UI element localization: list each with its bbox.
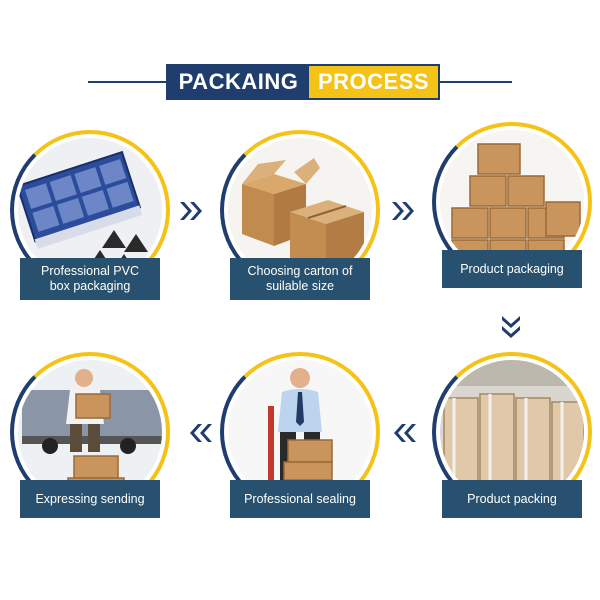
double-chevron-left-icon [392,422,418,444]
step-label: Product packing [442,480,582,518]
step-choosing-carton: Choosing carton of suilable size [220,130,380,300]
title-part-1: PACKAING [168,66,309,98]
title-part-2: PROCESS [309,66,438,98]
step-product-packing: Product packing [432,352,592,518]
title-rule-right [440,81,512,83]
double-chevron-down-icon [500,314,522,340]
step-label: Expressing sending [20,480,160,518]
step-label: Professional PVC box packaging [20,258,160,300]
double-chevron-right-icon [178,200,204,222]
step-expressing-sending: Expressing sending [10,352,170,518]
double-chevron-right-icon [390,200,416,222]
step-professional-sealing: Professional sealing [220,352,380,518]
title-rule-left [88,81,166,83]
step-label: Choosing carton of suilable size [230,258,370,300]
step-product-packaging: Product packaging [432,122,592,288]
page-title: PACKAING PROCESS [166,64,440,100]
step-pvc-box-packaging: Professional PVC box packaging [10,130,170,300]
step-label: Professional sealing [230,480,370,518]
step-label: Product packaging [442,250,582,288]
double-chevron-left-icon [188,422,214,444]
